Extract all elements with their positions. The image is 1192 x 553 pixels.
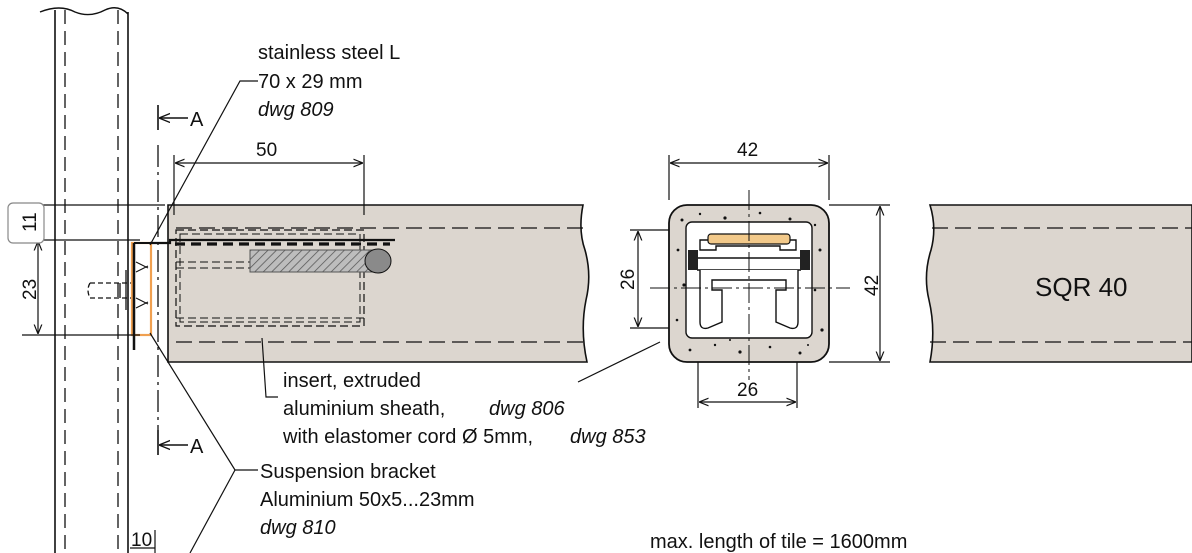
section-mark-top: A (190, 109, 204, 131)
dimension-bottom-offset (130, 530, 156, 553)
tile-right-view (925, 204, 1192, 363)
section-mark-bottom: A (190, 436, 204, 458)
dim-insert-length: 50 (256, 140, 277, 161)
insert-line2-dwg: dwg 806 (489, 398, 565, 420)
cross-section (630, 155, 890, 408)
steel-l-title: stainless steel L (258, 42, 400, 64)
dim-insert-width: 26 (737, 380, 758, 401)
insert-line1: insert, extruded (283, 370, 421, 392)
dim-section-width-top: 42 (737, 140, 758, 161)
dim-section-height-right: 42 (862, 275, 883, 296)
dim-bottom-offset: 10 (131, 530, 152, 551)
section-line-a (157, 105, 188, 455)
steel-l-dwg: dwg 809 (258, 99, 334, 121)
insert-line3-dwg: dwg 853 (570, 426, 646, 448)
max-length-note: max. length of tile = 1600mm (650, 531, 907, 553)
dimension-insert-length (173, 155, 365, 215)
insert-line2: aluminium sheath, (283, 398, 445, 420)
steel-l-size: 70 x 29 mm (258, 71, 362, 93)
insert-line3: with elastomer cord Ø 5mm, (282, 426, 533, 448)
anchor-bolt (87, 270, 132, 310)
dim-bracket-height: 23 (20, 279, 41, 300)
bracket-dwg: dwg 810 (260, 517, 336, 539)
dim-11-box (7, 202, 45, 244)
suspension-bracket (130, 241, 153, 350)
leader-lines (149, 80, 661, 553)
wall-column (39, 7, 129, 553)
bracket-title: Suspension bracket (260, 461, 436, 483)
profile-name: SQR 40 (1035, 272, 1128, 302)
bracket-size: Aluminium 50x5...23mm (260, 489, 475, 511)
dim-bracket-gap: 11 (20, 212, 41, 232)
dim-insert-height: 26 (618, 269, 639, 290)
tile-side-view (150, 204, 590, 363)
